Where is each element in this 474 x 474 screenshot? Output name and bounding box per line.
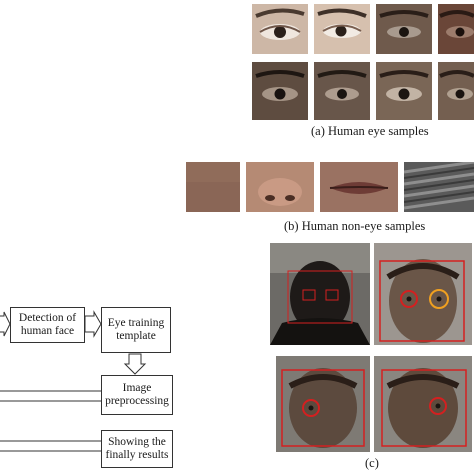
eye-sample-image — [376, 62, 432, 120]
nose-sample-image — [246, 162, 314, 212]
flowchart-connectors — [0, 310, 147, 452]
template-label-line1: Eye training — [107, 317, 165, 329]
eye-sample-image — [252, 4, 308, 54]
eye-sample-image — [314, 62, 370, 120]
eye-sample-image — [438, 62, 474, 120]
detection-result-image — [374, 356, 472, 452]
hair-sample-image — [404, 162, 474, 212]
caption-a: (a) Human eye samples — [311, 124, 429, 138]
image-preprocessing-box: Image preprocessing — [101, 375, 173, 415]
eye-sample-image — [438, 4, 474, 54]
eye-sample-image — [314, 4, 370, 54]
skin-sample-image — [186, 162, 240, 212]
detection-label-line1: Detection of — [18, 312, 77, 324]
showing-finally-results-box: Showing the finally results — [101, 430, 173, 468]
results-label-line2: finally results — [105, 449, 169, 461]
results-label-line1: Showing the — [108, 436, 166, 448]
caption-b: (b) Human non-eye samples — [284, 219, 426, 233]
eye-sample-image — [252, 62, 308, 120]
eye-sample-image — [376, 4, 432, 54]
eye-training-template-box: Eye training template — [101, 307, 171, 353]
template-label-line2: template — [116, 330, 156, 342]
detection-result-image — [270, 243, 370, 345]
preprocessing-label-line1: Image — [122, 382, 152, 394]
preprocessing-label-line2: preprocessing — [105, 395, 169, 407]
detection-label-line2: human face — [20, 325, 75, 337]
detection-result-image — [276, 356, 370, 452]
caption-c: (c) — [365, 456, 379, 470]
detection-of-human-face-box: Detection of human face — [10, 307, 85, 343]
mouth-sample-image — [320, 162, 398, 212]
detection-result-image — [374, 243, 472, 345]
